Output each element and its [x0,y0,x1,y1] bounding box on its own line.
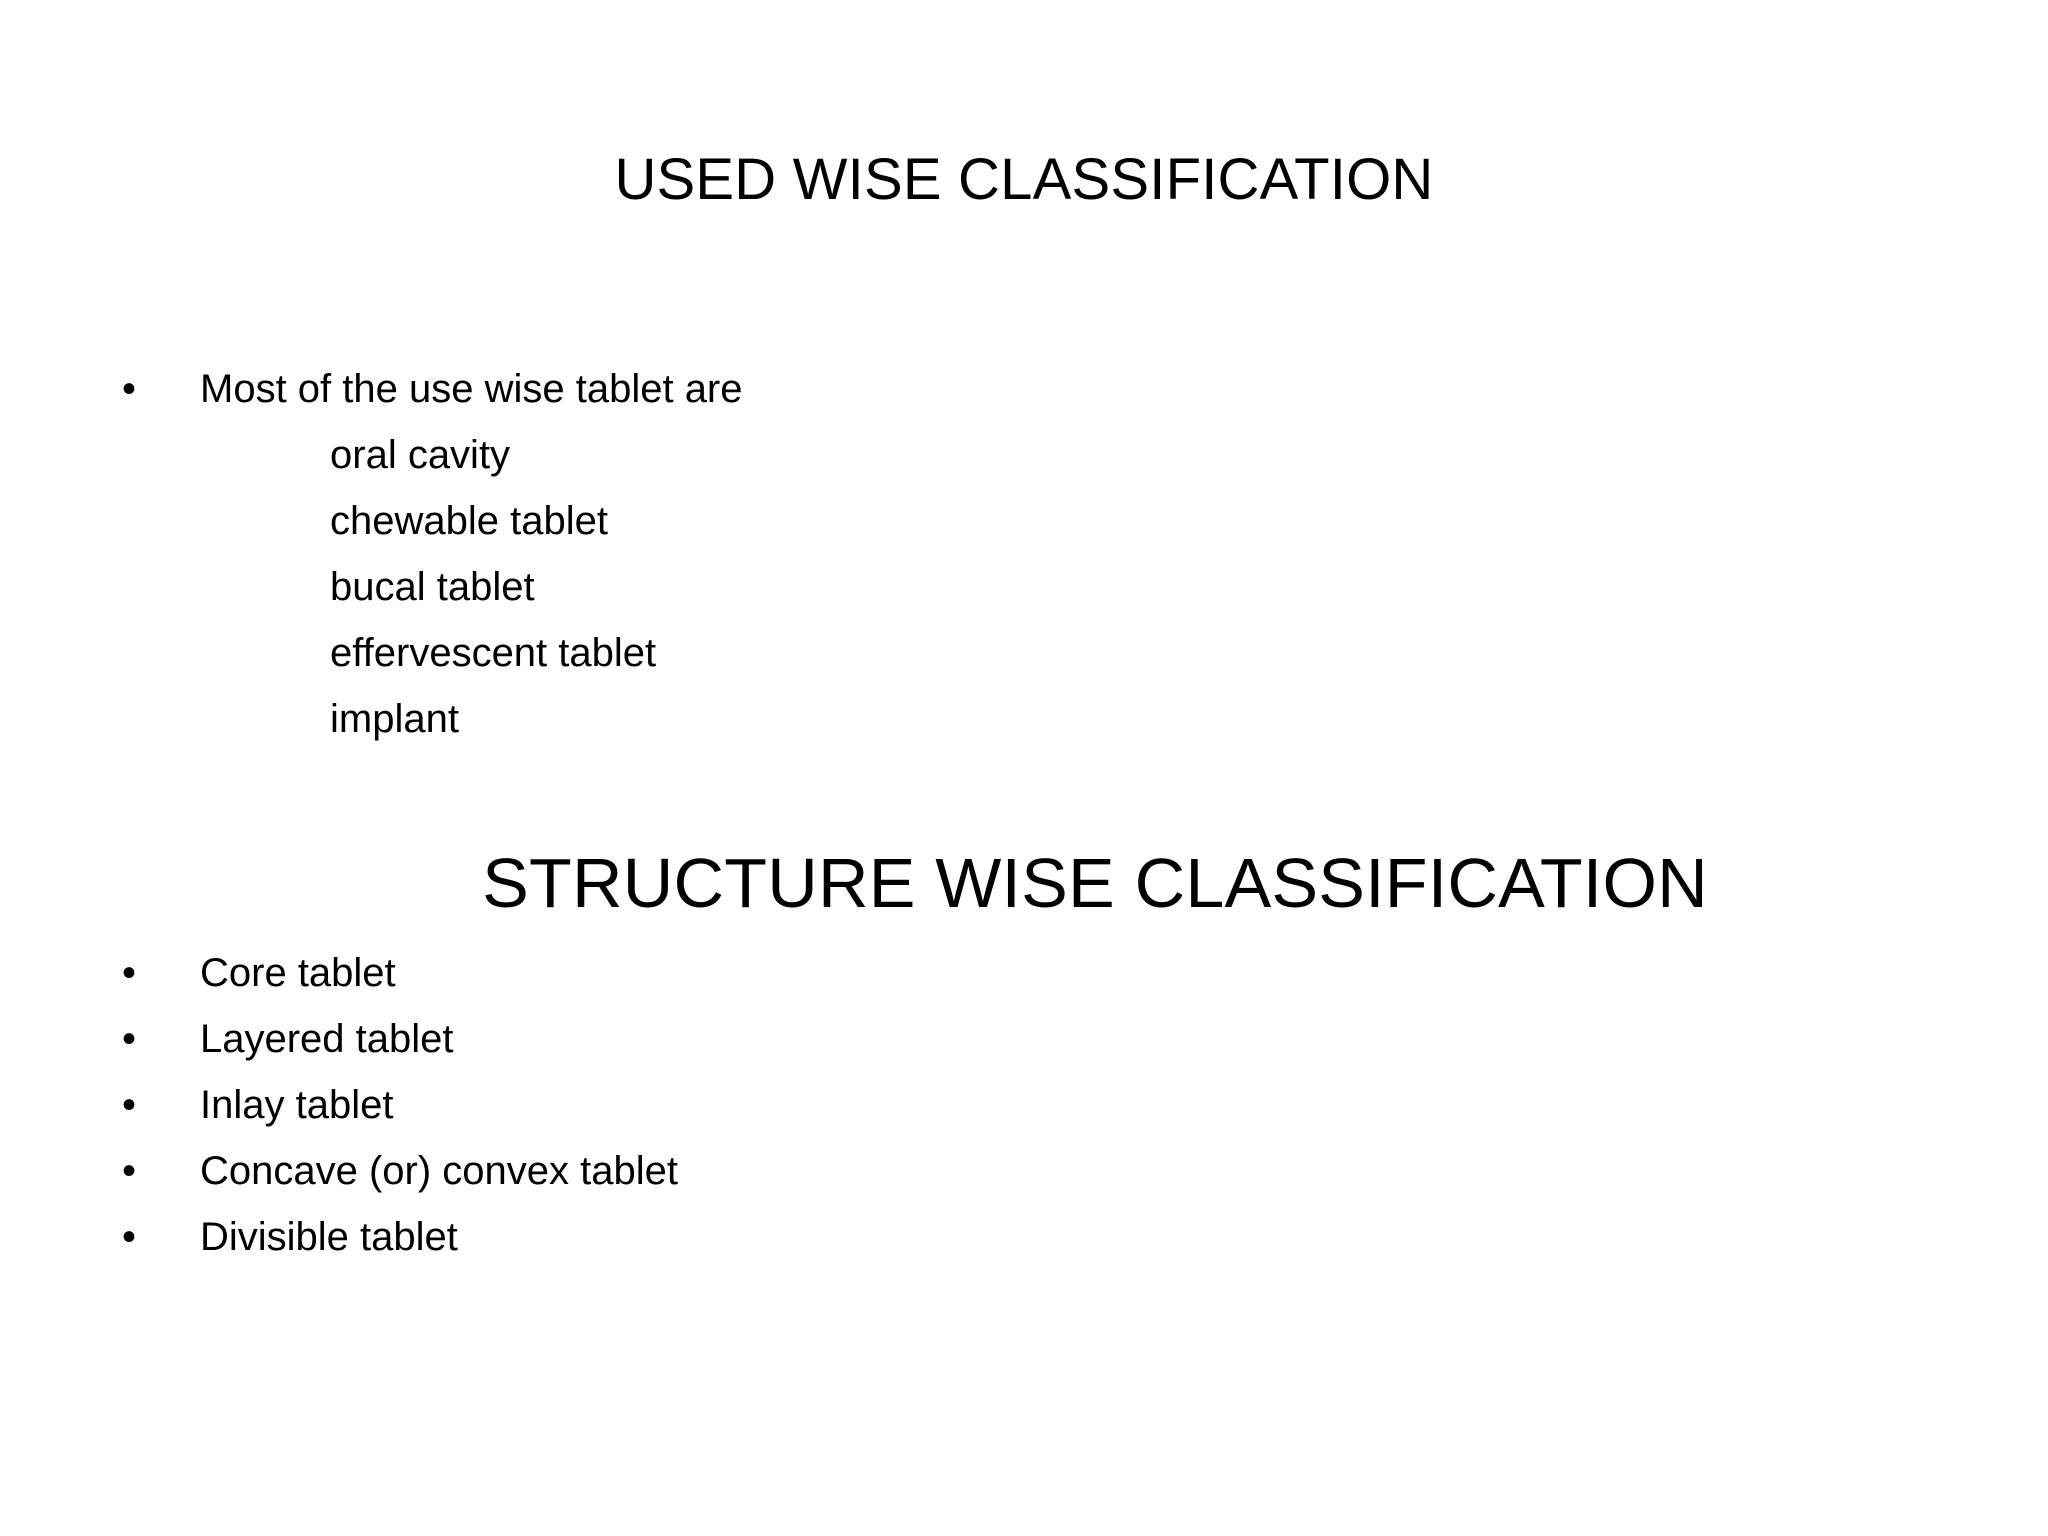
use-wise-sub-item-implant: implant [330,697,459,741]
bullet-dot-icon: • [122,367,137,411]
bullet-dot-icon: • [122,951,137,995]
structure-wise-list: • Core tablet • Layered tablet • Inlay t… [0,952,2048,1282]
list-item: • Most of the use wise tablet are [0,368,2048,434]
list-item: oral cavity [0,434,2048,500]
use-wise-sub-item-bucal-tablet: bucal tablet [330,565,535,609]
list-item: • Layered tablet [0,1018,2048,1084]
structure-item-core-tablet: Core tablet [200,951,396,995]
bullet-dot-icon: • [122,1083,137,1127]
use-wise-sub-item-effervescent-tablet: effervescent tablet [330,631,657,675]
list-item: • Inlay tablet [0,1084,2048,1150]
list-item: effervescent tablet [0,632,2048,698]
structure-wise-classification-title: STRUCTURE WISE CLASSIFICATION [482,844,1708,922]
list-item: • Concave (or) convex tablet [0,1150,2048,1216]
use-wise-lead-text: Most of the use wise tablet are [200,367,743,411]
bullet-dot-icon: • [122,1017,137,1061]
use-wise-sub-item-chewable-tablet: chewable tablet [330,499,608,543]
bullet-dot-icon: • [122,1149,137,1193]
list-item: • Divisible tablet [0,1216,2048,1282]
list-item: • Core tablet [0,952,2048,1018]
structure-item-concave-or-convex-tablet: Concave (or) convex tablet [200,1149,679,1193]
structure-item-inlay-tablet: Inlay tablet [200,1083,394,1127]
structure-item-divisible-tablet: Divisible tablet [200,1215,458,1259]
use-wise-list: • Most of the use wise tablet are oral c… [0,368,2048,764]
use-wise-sub-item-oral-cavity: oral cavity [330,433,511,477]
structure-item-layered-tablet: Layered tablet [200,1017,454,1061]
list-item: bucal tablet [0,566,2048,632]
list-item: chewable tablet [0,500,2048,566]
list-item: implant [0,698,2048,764]
bullet-dot-icon: • [122,1215,137,1259]
used-wise-classification-title: USED WISE CLASSIFICATION [614,147,1434,212]
